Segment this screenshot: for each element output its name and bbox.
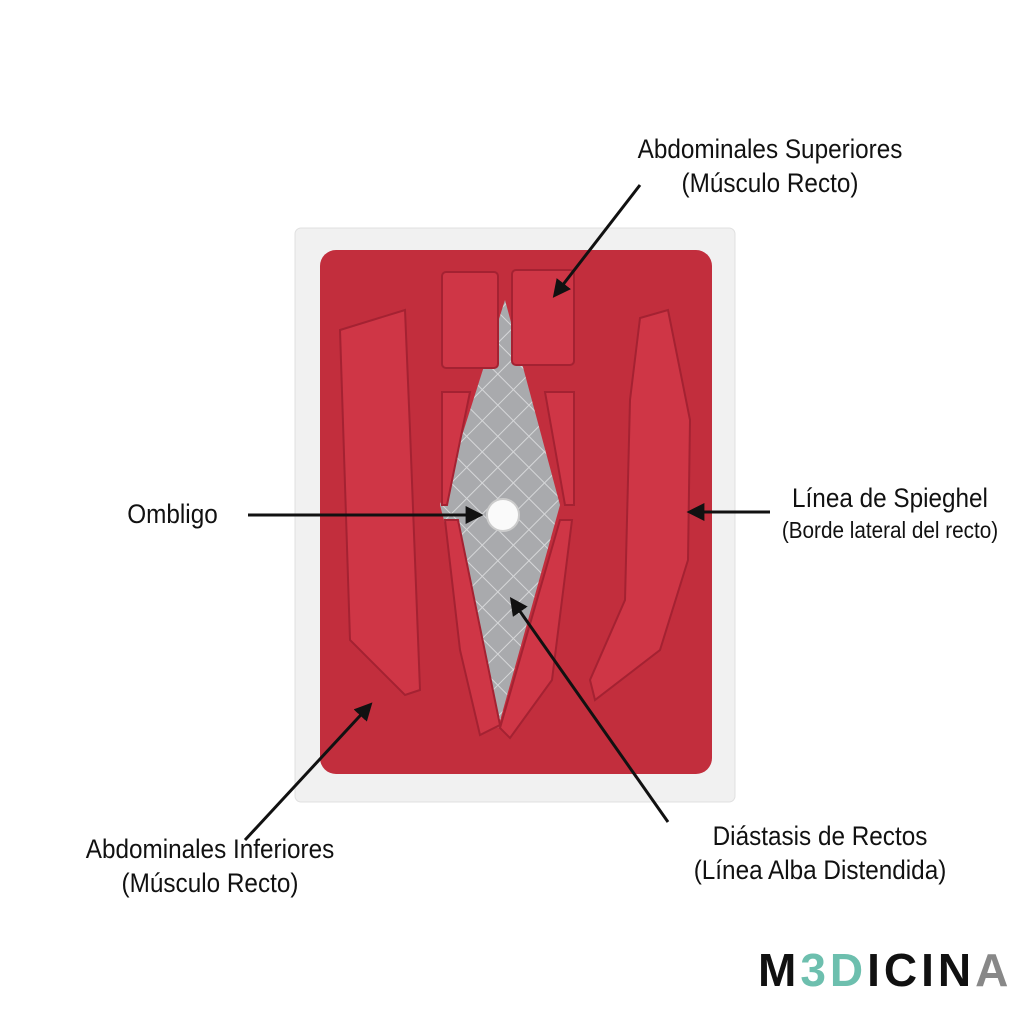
logo-part: ICIN xyxy=(867,944,976,996)
label-line: Ombligo xyxy=(127,499,218,529)
label-ombligo: Ombligo xyxy=(107,498,238,532)
rectus-blocks xyxy=(338,269,692,740)
label-abdominales-inferiores: Abdominales Inferiores (Músculo Recto) xyxy=(48,833,372,901)
label-line: Diástasis de Rectos xyxy=(712,821,928,851)
brand-logo: M3DICINA xyxy=(758,943,1012,997)
label-line: Abdominales Inferiores xyxy=(85,834,335,864)
label-abdominales-superiores: Abdominales Superiores (Músculo Recto) xyxy=(608,133,932,201)
label-subline: (Línea Alba Distendida) xyxy=(693,854,947,885)
label-line: Línea de Spieghel xyxy=(792,483,988,513)
label-diastasis-rectos: Diástasis de Rectos (Línea Alba Distendi… xyxy=(658,820,982,888)
label-linea-spieghel: Línea de Spieghel (Borde lateral del rec… xyxy=(760,482,1021,545)
label-line: Abdominales Superiores xyxy=(637,134,903,164)
label-subline: (Músculo Recto) xyxy=(121,867,299,898)
logo-part: M xyxy=(758,944,801,996)
arrows xyxy=(243,184,770,842)
navel xyxy=(486,498,520,532)
logo-part: 3D xyxy=(800,944,868,996)
label-subline: (Borde lateral del recto) xyxy=(781,516,999,543)
label-subline: (Músculo Recto) xyxy=(681,167,859,198)
logo-part: A xyxy=(975,944,1013,996)
